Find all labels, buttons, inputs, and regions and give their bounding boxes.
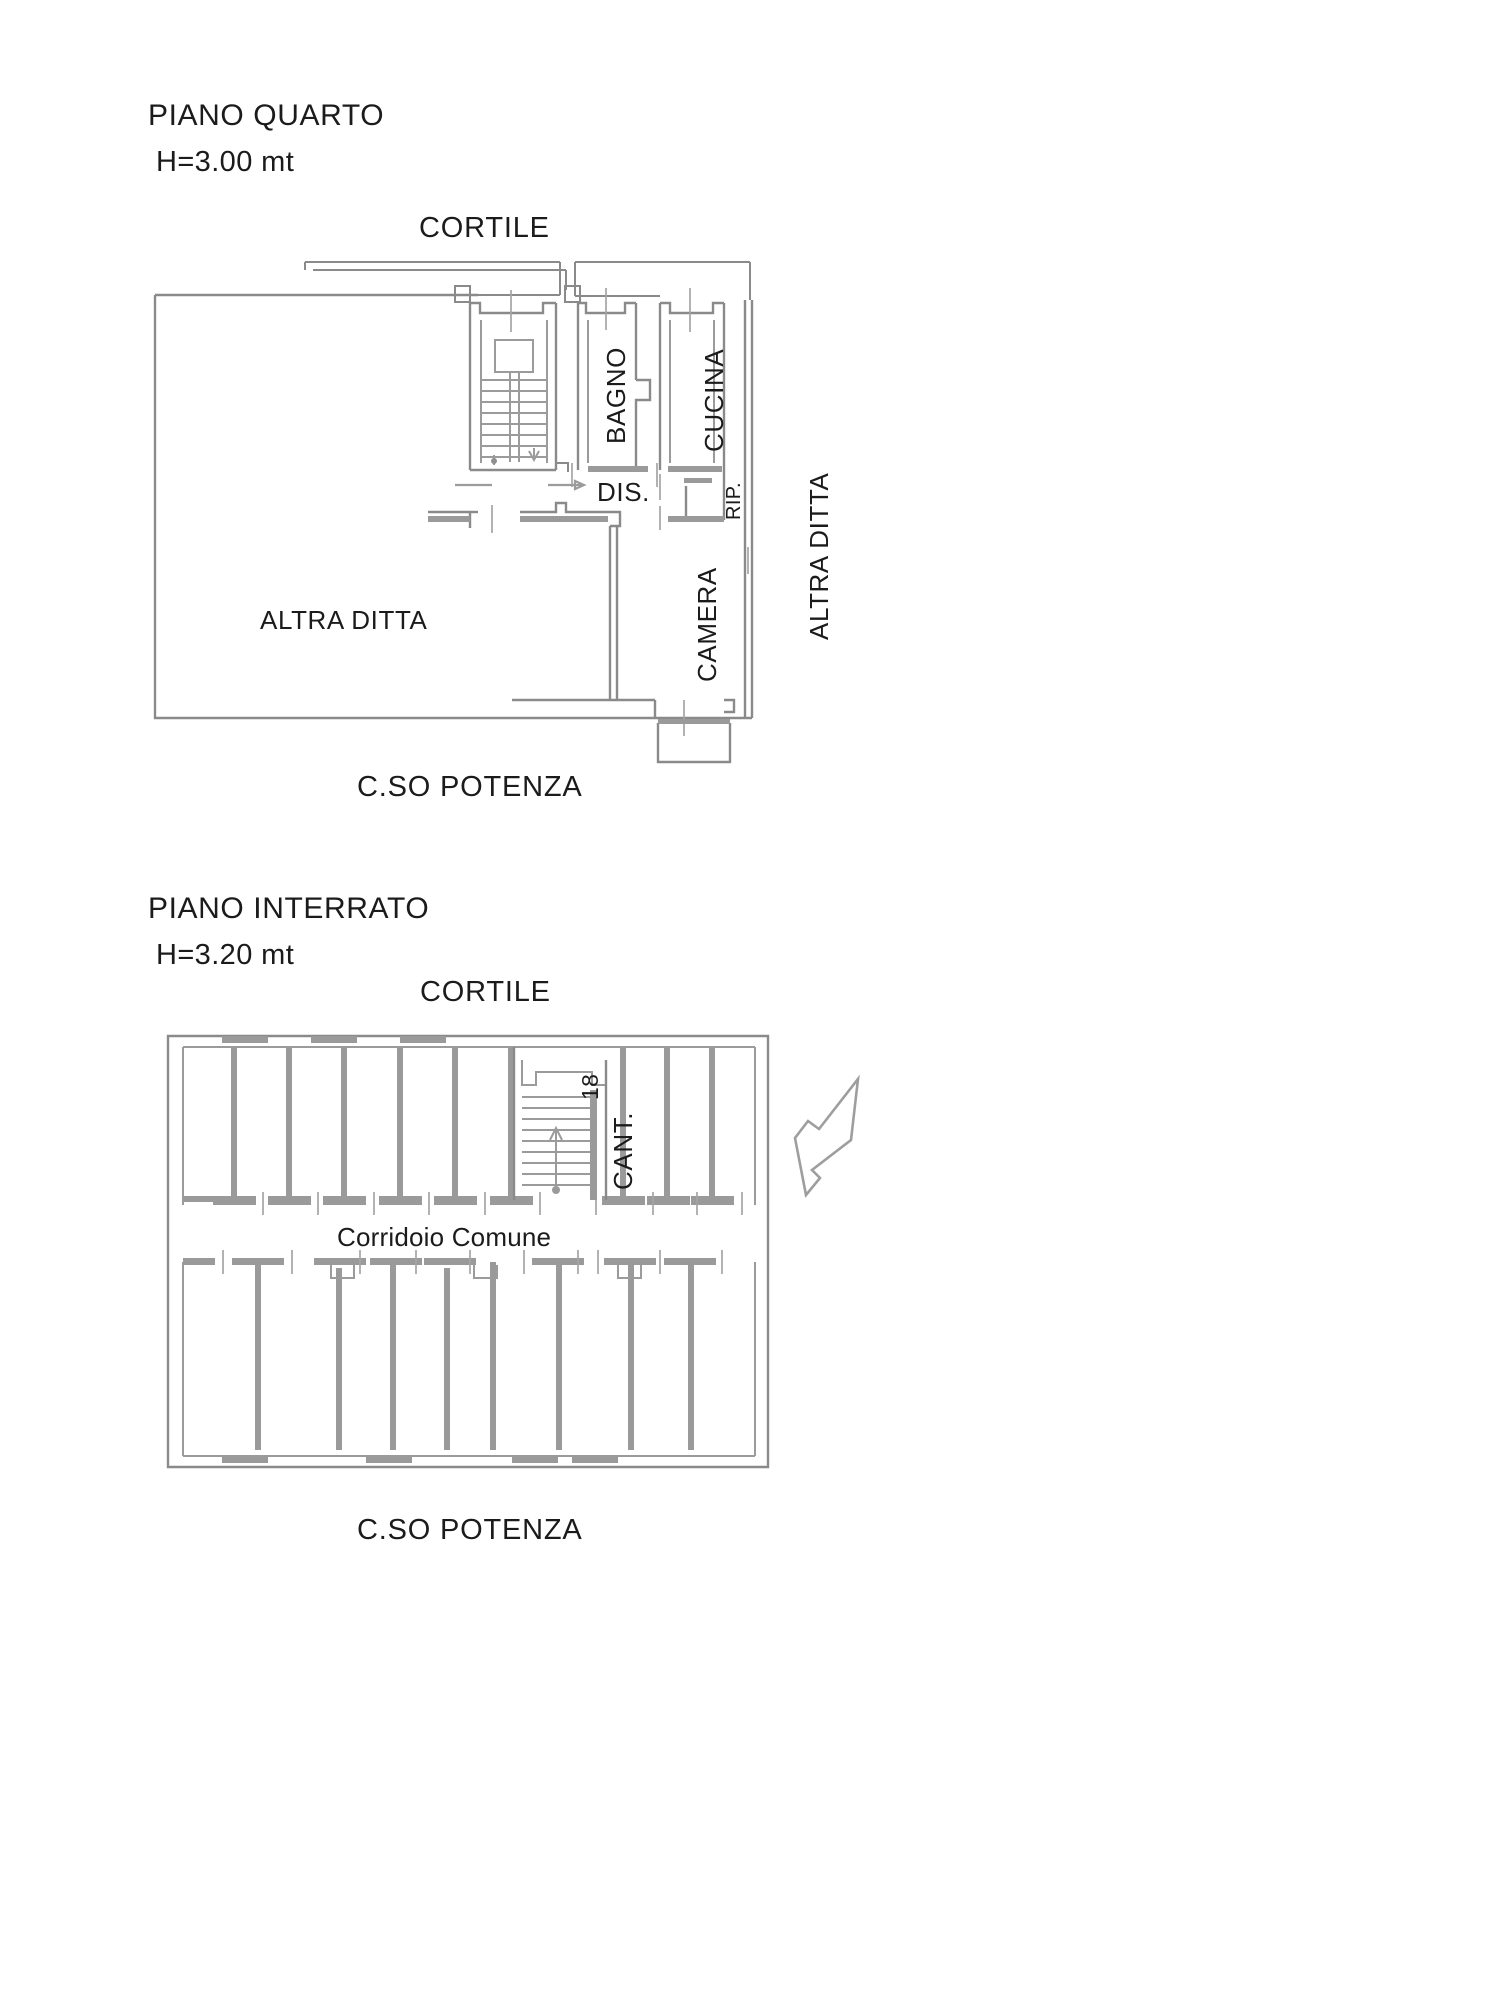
corridor-label-corridoio-comune: Corridoio Comune [337,1222,552,1252]
upper-plan-height-note: H=3.00 mt [156,146,295,178]
cellar-number-18: 18 [577,1073,603,1100]
area-label-altra-ditta: ALTRA DITTA [260,605,428,635]
room-label-dis: DIS. [597,477,650,507]
upper-plan-label-cso-potenza: C.SO POTENZA [357,771,583,803]
lower-plan-label-cso-potenza: C.SO POTENZA [357,1514,583,1546]
cellar-label-cant: CANT. [608,1111,638,1190]
lower-plan-height-note: H=3.20 mt [156,939,295,971]
upper-plan-label-cortile: CORTILE [419,212,550,244]
lower-plan-title: PIANO INTERRATO [148,892,430,925]
lower-plan-label-cortile: CORTILE [420,976,551,1008]
upper-plan-title: PIANO QUARTO [148,99,385,132]
